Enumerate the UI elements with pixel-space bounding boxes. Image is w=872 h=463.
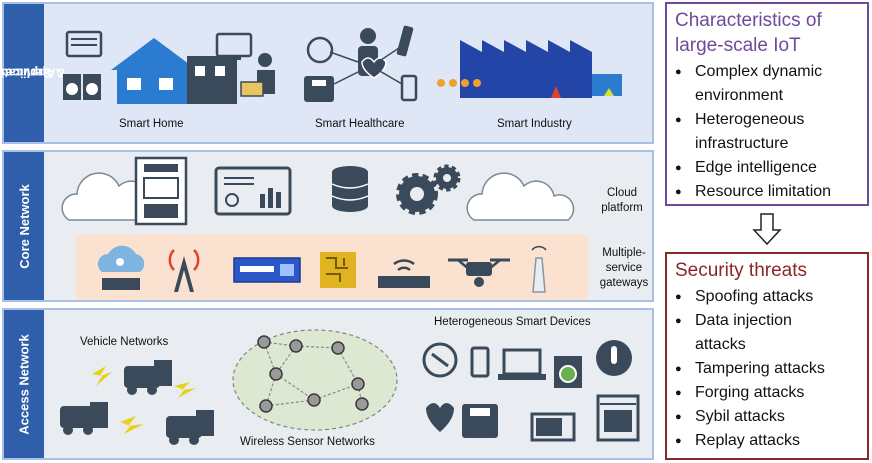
smart-industry-label: Smart Industry <box>497 118 572 130</box>
threat-item: Spoofing attacks <box>675 285 861 309</box>
smart-home-icon <box>63 30 275 104</box>
cloud-platform-label: Cloud platform <box>592 186 652 216</box>
wireless-sensor-network <box>232 329 398 431</box>
cloud-label-line1: Cloud <box>606 187 638 199</box>
smart-home-label: Smart Home <box>119 118 184 130</box>
smart-industry-icon <box>437 40 622 98</box>
security-threats-box: Security threats Spoofing attacks Data i… <box>665 252 869 460</box>
characteristic-item: Edge intelligence <box>675 156 861 180</box>
characteristic-item: Complex dynamic <box>675 60 861 84</box>
threats-list: Spoofing attacks Data injection attacks … <box>675 285 861 453</box>
down-arrow-icon <box>752 213 782 246</box>
cloud-right-icon <box>466 172 575 221</box>
threat-item: Data injection <box>675 309 861 333</box>
threat-item: Tampering attacks <box>675 357 861 381</box>
characteristic-item: Resource limitation <box>675 180 861 204</box>
threats-title: Security threats <box>675 260 807 281</box>
characteristics-title: Characteristics of large-scale IoT <box>675 8 861 58</box>
gateways-label-line2: service <box>605 262 643 274</box>
threat-item: Sybil attacks <box>675 405 861 429</box>
gateways-label-line3: gateways <box>599 277 649 289</box>
characteristic-item-continued: environment <box>695 87 784 104</box>
smart-devices-icon <box>422 340 640 442</box>
cloud-label-line2: platform <box>601 202 643 214</box>
wifi-router-icon <box>378 259 430 288</box>
characteristics-title-line1: Characteristics of <box>675 10 822 31</box>
smart-beacon-icon <box>531 245 547 293</box>
threat-item: Replay attacks <box>675 429 861 453</box>
dashboard-icon <box>214 166 292 216</box>
gateways-label: Multiple- service gateways <box>592 246 656 291</box>
gears-icon <box>396 164 461 215</box>
vehicle-networks-label: Vehicle Networks <box>80 336 169 348</box>
applications-layer: Applications& Services Smart Home <box>0 2 654 144</box>
characteristics-box: Characteristics of large-scale IoT Compl… <box>665 2 869 206</box>
smart-healthcare-label: Smart Healthcare <box>315 118 405 130</box>
applications-side-label: Applications& Services <box>0 4 65 142</box>
access-network-layer: Access Network Vehicle Networks <box>2 308 654 460</box>
network-switch-icon <box>233 257 301 283</box>
core-network-side-label: Core Network <box>4 152 44 300</box>
smart-devices-label: Heterogeneous Smart Devices <box>434 316 591 328</box>
drone-icon <box>448 258 510 287</box>
core-network-layer: Core Network Cloud platform <box>2 150 654 302</box>
threat-item: Forging attacks <box>675 381 861 405</box>
vehicle-network-icon <box>60 360 214 445</box>
cloud-hub-icon <box>98 245 145 290</box>
characteristics-list: Complex dynamic environment Heterogeneou… <box>675 60 861 204</box>
database-icon <box>331 166 369 212</box>
gateways-label-line1: Multiple- <box>602 247 646 259</box>
antenna-tower-icon <box>168 249 200 292</box>
threat-item-continued: attacks <box>695 336 746 353</box>
characteristic-item: Heterogeneous <box>675 108 861 132</box>
smart-healthcare-icon <box>304 25 418 102</box>
server-panel-icon <box>134 156 188 226</box>
access-network-side-label: Access Network <box>4 310 44 458</box>
circuit-board-icon <box>320 252 356 288</box>
wsn-label: Wireless Sensor Networks <box>240 436 375 448</box>
characteristic-item-continued: infrastructure <box>695 135 789 152</box>
characteristics-title-line2: large-scale IoT <box>675 35 801 56</box>
